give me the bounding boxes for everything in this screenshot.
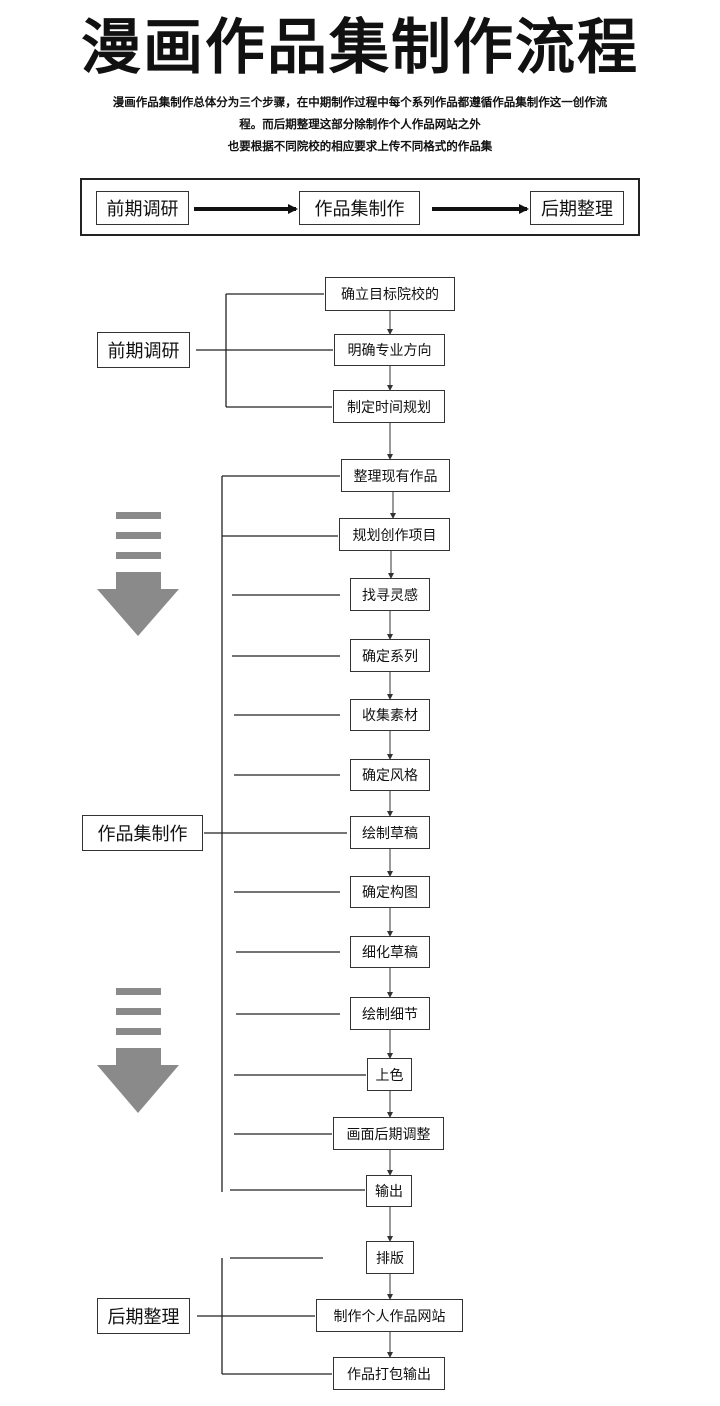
step-major-direction: 明确专业方向 — [334, 334, 445, 366]
phase-label-research: 前期调研 — [97, 332, 190, 368]
down-arrow-icon — [97, 512, 179, 636]
overview-step-production: 作品集制作 — [299, 191, 420, 225]
overview-frame — [80, 178, 640, 236]
phase-label-production: 作品集制作 — [82, 815, 203, 851]
step-plan-projects: 规划创作项目 — [339, 518, 450, 551]
phase-label-post: 后期整理 — [97, 1298, 190, 1334]
step-post-adjust: 画面后期调整 — [333, 1117, 444, 1150]
step-target-school: 确立目标院校的 — [325, 277, 455, 311]
step-output: 输出 — [366, 1175, 412, 1207]
step-coloring: 上色 — [367, 1058, 412, 1091]
step-package-output: 作品打包输出 — [333, 1357, 445, 1390]
phase-1-bracket — [196, 293, 333, 408]
intro-line-2: 程。而后期整理这部分除制作个人作品网站之外 — [239, 117, 481, 131]
intro-line-1: 漫画作品集制作总体分为三个步骤，在中期制作过程中每个系列作品都遵循作品集制作这一… — [112, 95, 608, 109]
step-personal-website: 制作个人作品网站 — [316, 1299, 463, 1332]
step-flow-arrows — [387, 311, 396, 1358]
step-define-composition: 确定构图 — [350, 876, 430, 908]
step-organize-works: 整理现有作品 — [341, 459, 450, 492]
step-draw-sketch: 绘制草稿 — [350, 816, 430, 849]
step-collect-materials: 收集素材 — [350, 699, 430, 731]
overview-step-post: 后期整理 — [530, 191, 624, 225]
page-title: 漫画作品集制作流程 — [81, 13, 639, 83]
intro-line-3: 也要根据不同院校的相应要求上传不同格式的作品集 — [227, 139, 493, 153]
phase-2-bracket — [204, 475, 366, 1192]
step-draw-details: 绘制细节 — [350, 997, 430, 1030]
overview-step-research: 前期调研 — [96, 191, 189, 225]
step-layout: 排版 — [366, 1241, 414, 1274]
step-define-style: 确定风格 — [350, 759, 430, 791]
phase-3-bracket — [197, 1257, 332, 1375]
down-arrow-icon — [97, 988, 179, 1113]
step-find-inspiration: 找寻灵感 — [350, 578, 430, 611]
step-define-series: 确定系列 — [350, 639, 430, 672]
step-refine-sketch: 细化草稿 — [350, 936, 430, 968]
step-time-plan: 制定时间规划 — [333, 390, 445, 423]
